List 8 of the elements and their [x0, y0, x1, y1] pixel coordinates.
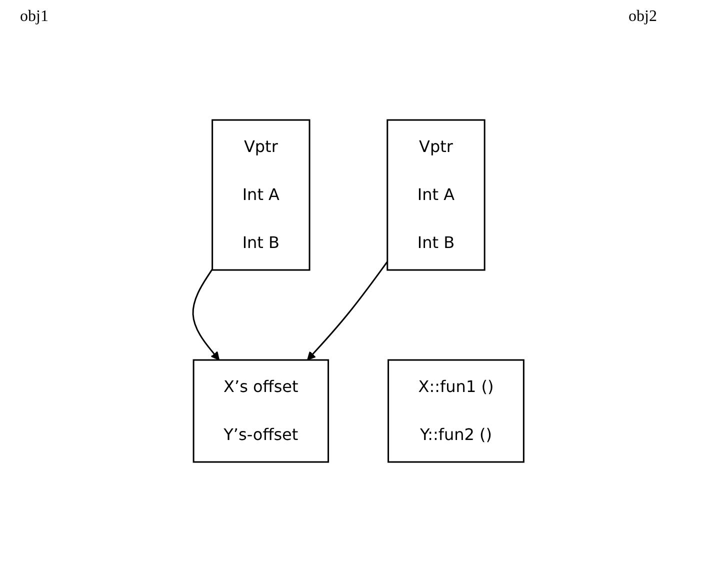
node-box: Vptr Int A Int B — [386, 119, 486, 271]
object-label: obj2 — [628, 8, 657, 26]
node-box: Vptr Int A Int B — [212, 119, 310, 271]
arrow — [192, 268, 220, 360]
arrow — [307, 261, 388, 360]
object-label: obj1 — [20, 8, 48, 26]
node-box: X’s offset Y’s-offset — [192, 359, 330, 463]
node-box: X::fun1 () Y::fun2 () — [388, 359, 525, 463]
